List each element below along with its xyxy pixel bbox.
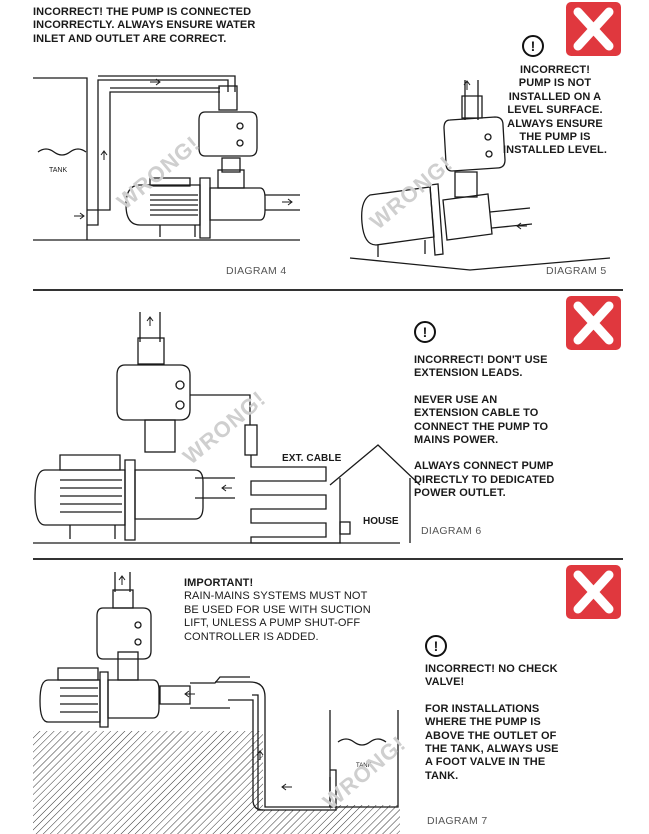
diagram5-caption: INCORRECT! PUMP IS NOT INSTALLED ON A LE…	[490, 64, 620, 158]
incorrect-x-badge	[566, 296, 621, 350]
caption-line: LEVEL SURFACE.	[507, 104, 603, 117]
section-divider	[33, 558, 623, 560]
caption-line1: THE PUMP IS CONNECTED	[103, 6, 252, 18]
caption-line: INSTALLED ON A	[508, 90, 602, 103]
important-line: BE USED FOR USE WITH SUCTION	[184, 603, 371, 616]
important-note: IMPORTANT! RAIN-MAINS SYSTEMS MUST NOT B…	[184, 577, 404, 644]
important-line: LIFT, UNLESS A PUMP SHUT-OFF	[184, 617, 361, 630]
caption-line: CONNECT THE PUMP TO	[414, 420, 549, 433]
caption-line: EXTENSION LEADS.	[414, 367, 523, 380]
caption-line: PUMP IS NOT	[518, 77, 592, 90]
caption-line: INCORRECT!	[519, 64, 591, 76]
section-divider	[33, 289, 623, 291]
caption-line2: INCORRECTLY. ALWAYS ENSURE WATER	[33, 19, 256, 32]
house-label: HOUSE	[363, 516, 399, 527]
diagram4-label: DIAGRAM 4	[226, 265, 287, 277]
caption-line: DIRECTLY TO DEDICATED	[414, 473, 555, 486]
caption-line: EXTENSION CABLE TO	[414, 407, 539, 420]
important-line: RAIN-MAINS SYSTEMS MUST NOT	[184, 590, 368, 603]
caption-line: ALWAYS CONNECT PUMP	[414, 460, 554, 473]
x-icon	[573, 301, 614, 345]
caption-line3: INLET AND OUTLET ARE CORRECT.	[33, 32, 227, 45]
diagram5-label: DIAGRAM 5	[546, 265, 607, 277]
diagram6-caption: INCORRECT! DON'T USE EXTENSION LEADS. NE…	[414, 354, 584, 501]
caption-line: THE PUMP IS	[519, 131, 591, 144]
diagram4-caption: INCORRECT! THE PUMP IS CONNECTED INCORRE…	[33, 6, 273, 46]
warning-icon: !	[414, 321, 436, 343]
important-title: IMPORTANT!	[184, 577, 254, 589]
caption-line: THE TANK, ALWAYS USE	[425, 743, 559, 756]
tank-label: TANK	[356, 763, 372, 769]
warning-icon: !	[522, 35, 544, 57]
diagram6-label: DIAGRAM 6	[421, 525, 482, 537]
ext-cable-label: EXT. CABLE	[282, 453, 342, 464]
caption-line: ABOVE THE OUTLET OF	[425, 729, 557, 742]
caption-line: WHERE THE PUMP IS	[425, 716, 541, 729]
caption-line: FOR INSTALLATIONS	[425, 702, 540, 715]
caption-line: INCORRECT! DON'T USE	[414, 354, 548, 366]
diagram7-label: DIAGRAM 7	[427, 815, 488, 827]
caption-line: POWER OUTLET.	[414, 487, 506, 500]
important-line: CONTROLLER IS ADDED.	[184, 630, 319, 643]
incorrect-x-badge	[566, 2, 621, 56]
caption-line: NO CHECK	[495, 663, 558, 675]
x-icon	[573, 7, 614, 51]
diagram7-caption: INCORRECT! NO CHECK VALVE! FOR INSTALLAT…	[425, 663, 575, 783]
x-icon	[573, 570, 614, 614]
tank-label: TANK	[49, 167, 68, 174]
caption-line: INSTALLED LEVEL.	[502, 144, 608, 157]
caption-line: ALWAYS ENSURE	[507, 117, 603, 130]
incorrect-x-badge	[566, 565, 621, 619]
caption-line: A FOOT VALVE IN THE	[425, 756, 546, 769]
caption-line: MAINS POWER.	[414, 434, 499, 447]
incorrect-label: INCORRECT!	[425, 663, 496, 675]
incorrect-label: INCORRECT!	[33, 6, 104, 18]
caption-line: NEVER USE AN	[414, 393, 498, 406]
warning-icon: !	[425, 635, 447, 657]
caption-line: VALVE!	[425, 676, 465, 689]
caption-line: TANK.	[425, 769, 459, 782]
